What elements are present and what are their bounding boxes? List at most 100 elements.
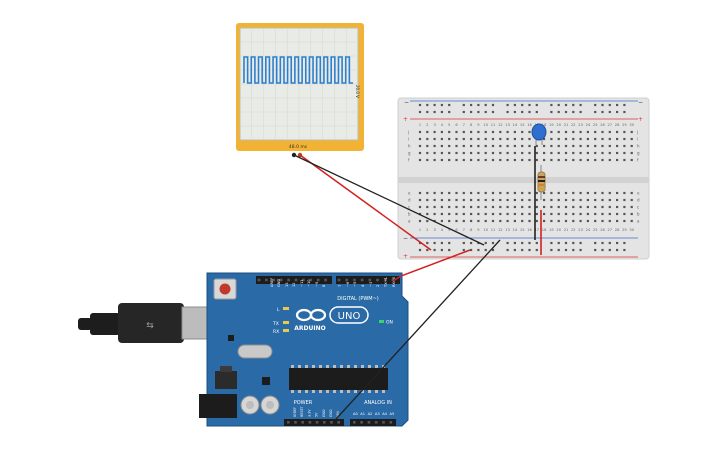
breadboard-hole[interactable] xyxy=(623,205,626,209)
breadboard-hole[interactable] xyxy=(586,205,589,209)
rail-hole[interactable] xyxy=(462,248,465,252)
breadboard-hole[interactable] xyxy=(448,137,451,141)
breadboard-hole[interactable] xyxy=(550,151,553,155)
breadboard-hole[interactable] xyxy=(455,130,458,134)
breadboard-hole[interactable] xyxy=(528,130,531,134)
breadboard-hole[interactable] xyxy=(440,191,443,195)
breadboard-hole[interactable] xyxy=(433,205,436,209)
breadboard-hole[interactable] xyxy=(462,191,465,195)
breadboard-hole[interactable] xyxy=(550,137,553,141)
breadboard-hole[interactable] xyxy=(477,130,480,134)
breadboard-hole[interactable] xyxy=(448,212,451,216)
breadboard-hole[interactable] xyxy=(521,130,524,134)
rail-hole[interactable] xyxy=(550,241,553,245)
breadboard-hole[interactable] xyxy=(601,130,604,134)
breadboard-hole[interactable] xyxy=(418,144,422,148)
rail-hole[interactable] xyxy=(601,103,604,107)
breadboard-hole[interactable] xyxy=(579,212,582,216)
breadboard-hole[interactable] xyxy=(594,130,597,134)
rail-hole[interactable] xyxy=(506,103,509,107)
breadboard-hole[interactable] xyxy=(630,137,633,141)
breadboard-hole[interactable] xyxy=(513,130,516,134)
breadboard-hole[interactable] xyxy=(528,151,531,155)
breadboard-hole[interactable] xyxy=(470,137,473,141)
breadboard-hole[interactable] xyxy=(594,212,597,216)
header-socket[interactable] xyxy=(316,278,320,282)
breadboard-hole[interactable] xyxy=(484,144,487,148)
ceramic-capacitor[interactable] xyxy=(531,123,547,145)
analog-header[interactable] xyxy=(350,419,396,426)
breadboard-hole[interactable] xyxy=(491,212,495,216)
rail-hole[interactable] xyxy=(484,241,487,245)
breadboard-hole[interactable] xyxy=(499,137,502,141)
scope-positive-wire[interactable] xyxy=(299,154,432,251)
rail-hole[interactable] xyxy=(557,110,560,114)
rail-hole[interactable] xyxy=(616,103,619,107)
rail-hole[interactable] xyxy=(418,110,422,114)
rail-hole[interactable] xyxy=(448,241,451,245)
rail-hole[interactable] xyxy=(462,241,465,245)
breadboard-hole[interactable] xyxy=(557,198,560,202)
breadboard-hole[interactable] xyxy=(499,219,502,223)
breadboard-hole[interactable] xyxy=(521,144,524,148)
rail-hole[interactable] xyxy=(608,241,611,245)
reset-button[interactable] xyxy=(219,283,231,295)
breadboard-hole[interactable] xyxy=(484,137,487,141)
rail-hole[interactable] xyxy=(506,110,509,114)
breadboard-hole[interactable] xyxy=(564,137,568,141)
rail-hole[interactable] xyxy=(616,110,619,114)
breadboard-hole[interactable] xyxy=(579,151,582,155)
breadboard-hole[interactable] xyxy=(608,158,611,162)
breadboard-hole[interactable] xyxy=(616,212,619,216)
breadboard-hole[interactable] xyxy=(521,198,524,202)
breadboard-hole[interactable] xyxy=(506,137,509,141)
rail-hole[interactable] xyxy=(623,241,626,245)
breadboard-hole[interactable] xyxy=(462,205,465,209)
breadboard-hole[interactable] xyxy=(616,151,619,155)
breadboard-hole[interactable] xyxy=(470,191,473,195)
breadboard-hole[interactable] xyxy=(513,219,516,223)
breadboard-hole[interactable] xyxy=(470,212,473,216)
breadboard-hole[interactable] xyxy=(440,151,443,155)
breadboard-hole[interactable] xyxy=(521,219,524,223)
breadboard-hole[interactable] xyxy=(557,191,560,195)
power-header[interactable] xyxy=(284,419,344,426)
arduino-pin0-to-breadboard-wire[interactable] xyxy=(392,249,471,282)
breadboard-hole[interactable] xyxy=(586,219,589,223)
breadboard-hole[interactable] xyxy=(506,130,509,134)
breadboard-hole[interactable] xyxy=(616,191,619,195)
breadboard-hole[interactable] xyxy=(543,151,546,155)
rail-hole[interactable] xyxy=(535,110,538,114)
header-socket[interactable] xyxy=(265,278,268,282)
breadboard-hole[interactable] xyxy=(601,158,604,162)
rail-hole[interactable] xyxy=(521,103,524,107)
breadboard-hole[interactable] xyxy=(513,191,516,195)
breadboard-hole[interactable] xyxy=(484,191,487,195)
rail-hole[interactable] xyxy=(477,103,480,107)
breadboard-hole[interactable] xyxy=(564,151,568,155)
breadboard-hole[interactable] xyxy=(506,144,509,148)
breadboard-hole[interactable] xyxy=(477,158,480,162)
header-socket[interactable] xyxy=(360,421,363,424)
rail-hole[interactable] xyxy=(418,248,422,252)
header-socket[interactable] xyxy=(272,278,276,282)
breadboard-hole[interactable] xyxy=(623,191,626,195)
rail-hole[interactable] xyxy=(535,248,538,252)
breadboard-hole[interactable] xyxy=(462,130,465,134)
breadboard-hole[interactable] xyxy=(535,219,538,223)
breadboard-hole[interactable] xyxy=(506,151,509,155)
header-socket[interactable] xyxy=(330,421,333,424)
breadboard-hole[interactable] xyxy=(564,130,568,134)
header-socket[interactable] xyxy=(302,278,305,282)
breadboard-hole[interactable] xyxy=(608,151,611,155)
breadboard-hole[interactable] xyxy=(630,198,633,202)
breadboard-hole[interactable] xyxy=(484,198,487,202)
breadboard-hole[interactable] xyxy=(506,198,509,202)
rail-hole[interactable] xyxy=(448,103,451,107)
breadboard-hole[interactable] xyxy=(513,205,516,209)
breadboard-hole[interactable] xyxy=(521,151,524,155)
rail-hole[interactable] xyxy=(550,110,553,114)
breadboard-hole[interactable] xyxy=(579,158,582,162)
breadboard-hole[interactable] xyxy=(601,219,604,223)
